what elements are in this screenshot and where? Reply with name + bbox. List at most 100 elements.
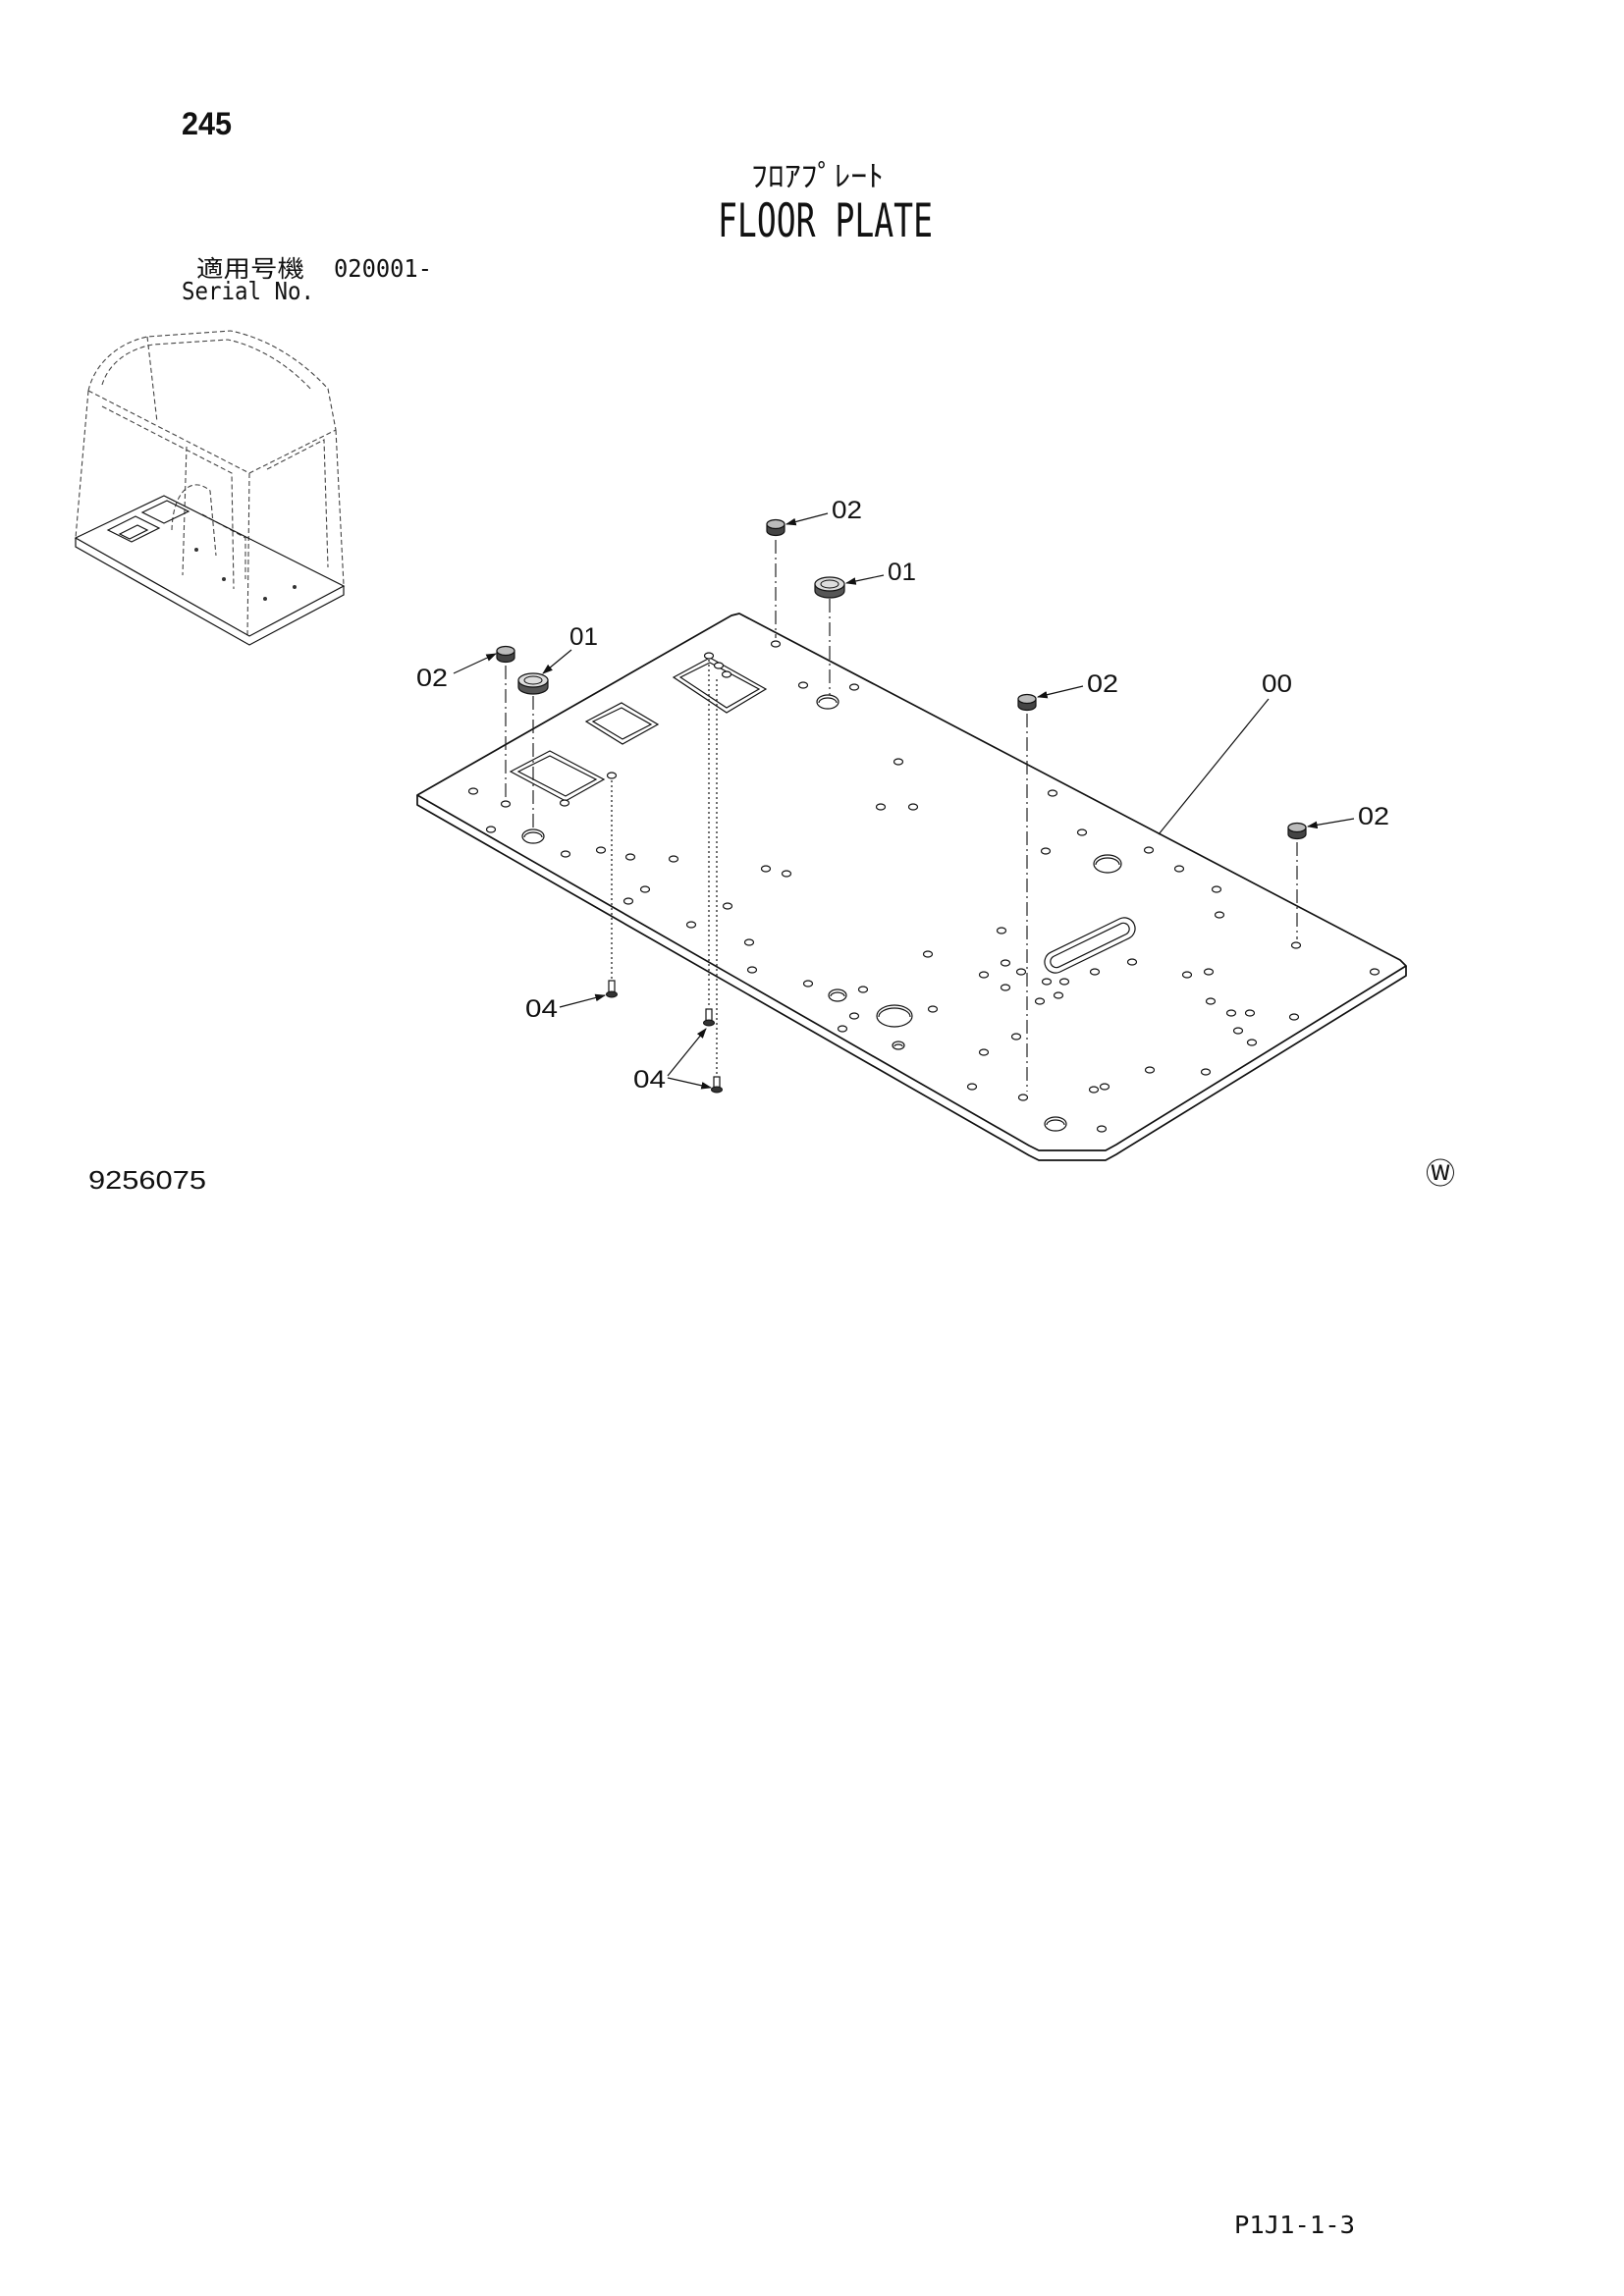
bolt-hole (639, 885, 651, 893)
callout-label: 00 (1262, 670, 1292, 698)
bolt-hole (500, 800, 512, 808)
bolt-hole (743, 938, 755, 946)
callout-label: 02 (1358, 803, 1389, 830)
bolt-hole (848, 1012, 860, 1020)
bolt-hole (978, 1048, 990, 1056)
bolt-holes (467, 640, 1380, 1133)
screw (703, 1008, 715, 1027)
bolt-hole (1225, 1009, 1237, 1017)
bolt-hole (559, 799, 570, 807)
bolt-hole (668, 855, 679, 863)
large-hole (892, 1041, 905, 1050)
callout-label: 02 (1087, 670, 1118, 698)
bolt-hole (1288, 1013, 1300, 1021)
plug-cap-small (1287, 822, 1307, 840)
plug-cap-large (814, 576, 845, 599)
bolt-hole (1214, 911, 1225, 919)
bolt-hole (848, 683, 860, 691)
callout-label: 01 (569, 623, 598, 651)
bolt-hole (1017, 1094, 1029, 1101)
callout-label: 02 (832, 497, 862, 524)
bolt-hole (1076, 828, 1088, 836)
bolt-hole (797, 681, 809, 689)
page-number: 245 (182, 106, 232, 141)
bolt-hole (1053, 991, 1064, 999)
callout-label: 01 (888, 559, 916, 586)
bolt-hole (857, 986, 869, 993)
bolt-hole (1126, 958, 1138, 966)
bolt-hole (1211, 885, 1222, 893)
callout-label: 02 (416, 665, 448, 692)
bolt-hole (746, 966, 758, 974)
bolt-hole (1203, 968, 1215, 976)
bolt-hole (1143, 846, 1155, 854)
bolt-hole (1369, 968, 1380, 976)
hole-depth-arc (893, 1043, 903, 1047)
plug-cap-small (496, 645, 515, 664)
callout-label: 04 (525, 995, 558, 1023)
title-japanese: ﾌﾛｱﾌﾟﾚｰﾄ (751, 160, 884, 194)
bolt-hole (907, 803, 919, 811)
bolt-hole (703, 652, 715, 660)
bolt-hole (1246, 1039, 1258, 1046)
bolt-hole (685, 921, 697, 929)
bolt-hole (927, 1005, 939, 1013)
bolt-hole (1034, 997, 1046, 1005)
large-hole (828, 988, 847, 1002)
hole-depth-arc (1095, 857, 1120, 866)
revision-mark: Ⓦ (1426, 1157, 1455, 1192)
bolt-hole (1047, 789, 1058, 797)
large-hole (521, 828, 545, 844)
plate-cutout (584, 702, 660, 745)
bolt-hole (1200, 1068, 1212, 1076)
cab-location-sketch (74, 330, 346, 646)
hole-depth-arc (830, 991, 845, 997)
drawing-number: 9256075 (88, 1165, 206, 1195)
bolt-hole (1173, 865, 1185, 873)
floor-plate (416, 613, 1407, 1161)
bolt-hole (713, 662, 725, 669)
screw (711, 1076, 723, 1094)
plate-cutout (509, 750, 606, 802)
callout-leaders (453, 512, 1355, 1090)
bolt-hole (1015, 968, 1027, 976)
bolt-hole (802, 980, 814, 988)
bolt-hole (875, 803, 887, 811)
bolt-hole (1000, 959, 1011, 967)
large-hole (816, 694, 839, 710)
serial-number-value: 020001- (334, 254, 432, 283)
bolt-hole (922, 950, 934, 958)
bolt-hole (966, 1083, 978, 1091)
plug-cap-small (766, 518, 785, 537)
screw (606, 980, 618, 998)
bolt-hole (1040, 847, 1052, 855)
plate-slot (1044, 917, 1136, 974)
bolt-hole (467, 787, 479, 795)
bolt-hole (1232, 1027, 1244, 1035)
bolt-hole (770, 640, 782, 648)
bolt-hole (623, 897, 634, 905)
bolt-hole (1010, 1033, 1022, 1041)
page-code: P1J1-1-3 (1234, 2211, 1355, 2239)
assembly-center-lines (505, 540, 1298, 1092)
plug-cap-small (1017, 693, 1037, 712)
bolt-hole (624, 853, 636, 861)
bolt-hole (893, 758, 904, 766)
bolt-hole (1089, 968, 1101, 976)
bolt-hole (722, 902, 733, 910)
serial-label: Serial No. (182, 277, 314, 305)
hole-depth-arc (818, 697, 838, 704)
hole-depth-arc (878, 1007, 911, 1018)
bolt-hole (1205, 997, 1217, 1005)
plug-cap-large (517, 672, 549, 695)
hole-depth-arc (1046, 1119, 1065, 1126)
bolt-hole (1181, 971, 1193, 979)
bolt-hole (560, 850, 571, 858)
bolt-hole (1290, 941, 1302, 949)
bolt-hole (978, 971, 990, 979)
bolt-hole (1058, 978, 1070, 986)
bolt-hole (760, 865, 772, 873)
bolt-hole (1096, 1125, 1108, 1133)
large-hole (1044, 1116, 1067, 1132)
bolt-hole (781, 870, 792, 878)
